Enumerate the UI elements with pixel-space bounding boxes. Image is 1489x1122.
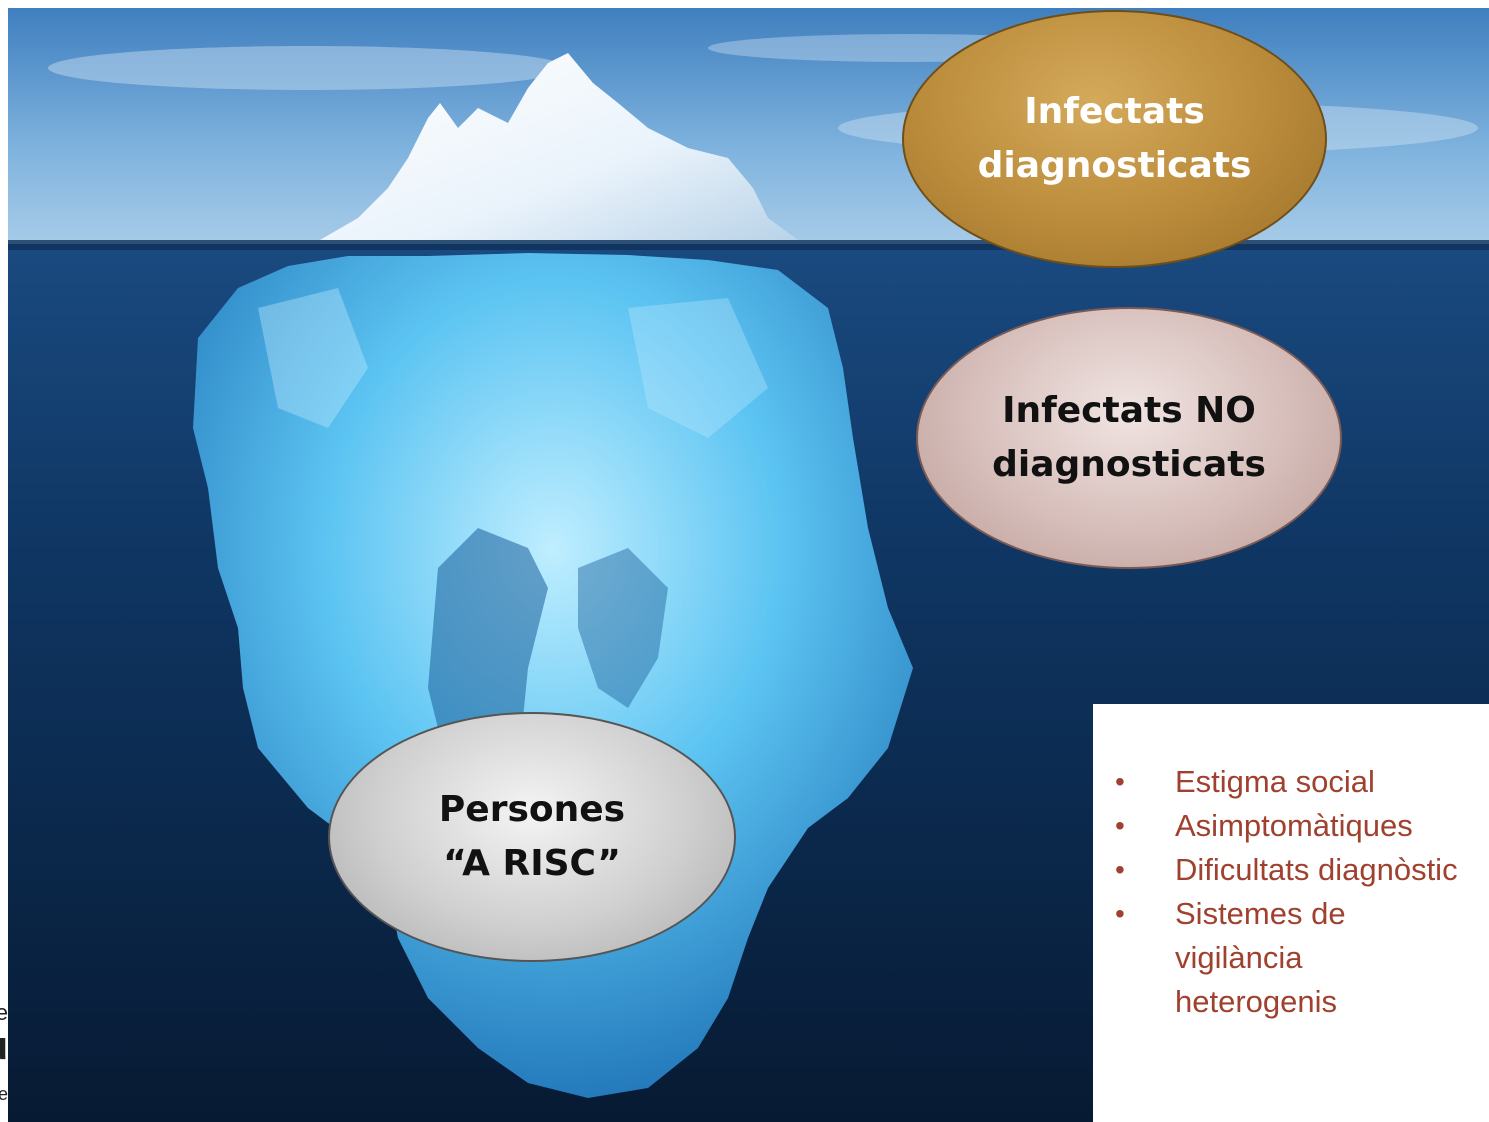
bullet-icon: •: [1115, 810, 1125, 841]
at-risk-people-label: Persones “A RISC”: [438, 789, 626, 884]
factor-text: Estigma social: [1175, 764, 1375, 799]
undiagnosed-infected-label: Infectats NO diagnosticats: [992, 390, 1266, 485]
factor-item: • Asimptomàtiques: [1111, 804, 1471, 848]
factor-text: Sistemes de vigilància heterogenis: [1175, 896, 1346, 1019]
at-risk-people-ellipse: Persones “A RISC”: [328, 712, 736, 962]
factors-box: • Estigma social • Asimptomàtiques • Dificu…: [1093, 704, 1489, 1122]
factors-list: • Estigma social • Asimptomàtiques • Dificu…: [1111, 760, 1471, 1024]
factor-text: Asimptomàtiques: [1175, 808, 1413, 843]
undiagnosed-infected-ellipse: Infectats NO diagnosticats: [916, 307, 1342, 569]
logo-fragment: e u e: [0, 1000, 8, 1104]
diagnosed-infected-ellipse: Infectats diagnosticats: [902, 10, 1327, 268]
diagnosed-infected-label: Infectats diagnosticats: [977, 91, 1252, 186]
factor-item: • Dificultats diagnòstic: [1111, 848, 1471, 892]
bullet-icon: •: [1115, 898, 1125, 929]
factor-item: • Sistemes de vigilància heterogenis: [1111, 892, 1471, 1024]
bullet-icon: •: [1115, 766, 1125, 797]
bullet-icon: •: [1115, 854, 1125, 885]
factor-text: Dificultats diagnòstic: [1175, 852, 1458, 887]
factor-item: • Estigma social: [1111, 760, 1471, 804]
